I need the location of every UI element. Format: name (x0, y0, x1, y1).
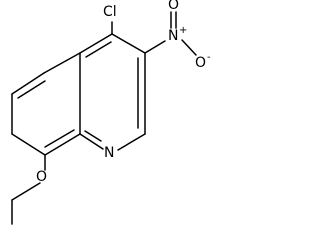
bond-c4a-c5 (43, 52, 81, 74)
bond-c3-nitro (144, 40, 166, 54)
ring-nitrogen-label: N (104, 145, 114, 161)
nitro-nitrogen-label: N (168, 28, 178, 44)
nitro-oxygen-top-label: O (168, 0, 179, 13)
bond-c5-c6-inner (17, 80, 46, 99)
benzene-ring (11, 52, 81, 156)
nitro-oxygen-charge: - (207, 52, 211, 63)
bond-n1-c8a (79, 133, 104, 150)
bond-c2-n1 (117, 133, 146, 151)
chlorine-label: Cl (103, 4, 117, 20)
bond-o-ch2 (11, 182, 41, 201)
bond-nitro-o-right (181, 39, 197, 56)
nitro-nitrogen-charge: + (179, 25, 187, 36)
ether-oxygen-label: O (36, 169, 47, 185)
chemical-structure-diagram: Cl N + O O - N O (11, 0, 211, 225)
bond-c5-c6 (11, 72, 45, 95)
bond-c8-c8a-inner (44, 129, 75, 148)
bond-c8-c8a (44, 133, 81, 156)
bond-n1-c8a-inner (84, 130, 102, 142)
nitro-oxygen-right-label: O (195, 55, 206, 71)
bond-c7-c8 (11, 133, 46, 156)
bond-c4-c3 (111, 33, 146, 54)
bond-c4a-c4 (79, 33, 113, 54)
pyridine-ring (79, 33, 146, 151)
bond-c4a-c4-inner (85, 41, 112, 58)
